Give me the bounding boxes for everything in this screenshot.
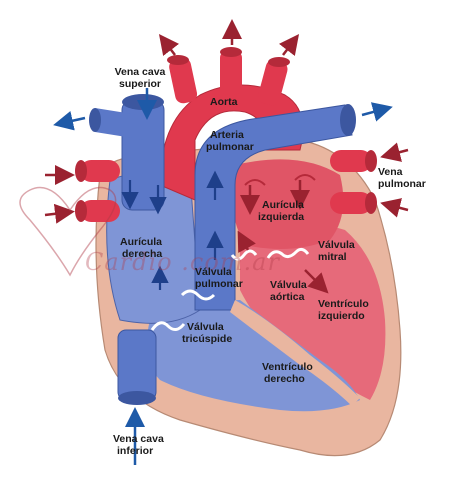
svg-text:Válvula: Válvula (195, 266, 232, 278)
label-valvula-tricuspide: Válvula tricúspide (182, 321, 232, 345)
svg-text:Ventrículo: Ventrículo (262, 361, 313, 373)
tricuspid-valve (150, 321, 186, 331)
label-vena-cava-superior: Vena cava superior (115, 66, 166, 90)
oxygenated-flow-arrows (44, 19, 409, 294)
svg-text:mitral: mitral (318, 251, 347, 263)
aorta-branch-2 (220, 50, 242, 95)
svg-text:pulmonar: pulmonar (206, 141, 254, 153)
svg-text:Ventrículo: Ventrículo (318, 298, 369, 310)
svg-text:aórtica: aórtica (270, 291, 305, 303)
svg-text:Válvula: Válvula (187, 321, 224, 333)
inferior-vena-cava (117, 329, 157, 401)
label-vena-pulmonar: Vena pulmonar (378, 166, 426, 190)
mitral-valve (266, 247, 310, 259)
watermark-heart-logo (19, 186, 117, 277)
svg-text:Aurícula: Aurícula (262, 199, 304, 211)
label-arteria-pulmonar: Arteria pulmonar (206, 129, 254, 153)
svg-text:Válvula: Válvula (318, 239, 355, 251)
watermark-text: Cardio .com.ar (85, 248, 280, 276)
svg-text:superior: superior (119, 78, 161, 90)
svg-text:izquierda: izquierda (258, 211, 304, 223)
svg-text:inferior: inferior (117, 445, 153, 457)
label-ventriculo-derecho: Ventrículo derecho (262, 361, 313, 385)
label-aorta: Aorta (210, 96, 238, 108)
svg-text:pulmonar: pulmonar (378, 178, 426, 190)
svg-text:izquierdo: izquierdo (318, 310, 365, 322)
pulmonary-vein-lower (330, 192, 372, 214)
pulmonary-artery-left (95, 108, 145, 140)
svg-text:Arteria: Arteria (210, 129, 244, 141)
label-valvula-mitral: Válvula mitral (318, 239, 355, 263)
label-valvula-pulmonar: Válvula pulmonar (195, 266, 243, 290)
septum (230, 300, 360, 406)
aorta-branch-3 (258, 59, 288, 106)
left-ventricle (240, 225, 386, 400)
svg-text:Válvula: Válvula (270, 279, 307, 291)
svg-text:Aurícula: Aurícula (120, 236, 162, 248)
internal-blue-arrows (121, 170, 224, 290)
svg-text:Vena: Vena (378, 166, 403, 178)
svg-text:pulmonar: pulmonar (195, 278, 243, 290)
svg-text:derecha: derecha (122, 248, 162, 260)
pulmonary-vein-left-lower (80, 200, 120, 222)
aorta-branch-1 (169, 57, 198, 104)
svg-text:tricúspide: tricúspide (182, 333, 232, 345)
label-vena-cava-inferior: Vena cava inferior (113, 433, 164, 457)
pulmonary-vein-left-upper (80, 160, 120, 182)
svg-text:derecho: derecho (264, 373, 305, 385)
pulmonary-vein-upper (330, 150, 372, 172)
pulmonary-valve (180, 289, 216, 301)
right-ventricle (146, 300, 360, 412)
label-valvula-aortica: Válvula aórtica (270, 279, 307, 303)
label-auricula-izquierda: Aurícula izquierda (258, 199, 304, 223)
svg-text:Vena cava: Vena cava (115, 66, 166, 78)
label-auricula-derecha: Aurícula derecha (120, 236, 162, 260)
label-ventriculo-izquierdo: Ventrículo izquierdo (318, 298, 369, 322)
deoxygenated-flow-arrows (53, 88, 393, 465)
svg-text:Vena cava: Vena cava (113, 433, 164, 445)
